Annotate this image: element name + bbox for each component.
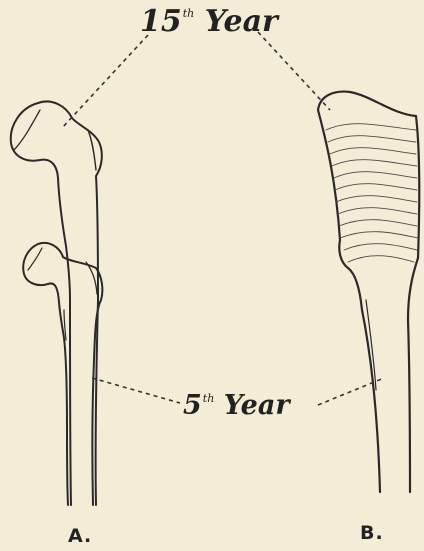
femur-5th-year-head-line (28, 248, 42, 270)
figure-label-a: A. (68, 525, 92, 547)
figure-label-b: B. (360, 522, 384, 544)
femur-5th-year-outline (23, 243, 102, 505)
label-15th-year: 15th Year (140, 4, 278, 39)
figure-b-femur (318, 92, 419, 492)
leader-15th-year-right (258, 32, 330, 110)
label-5th-year: 5th Year (183, 390, 290, 421)
leader-5th-year-left (92, 378, 180, 403)
femur-b-outline (318, 92, 419, 492)
leader-lines (62, 32, 384, 405)
figure-a-femurs (11, 101, 103, 505)
leader-15th-year-left (62, 35, 148, 128)
femur-15th-year-outline (11, 101, 102, 505)
